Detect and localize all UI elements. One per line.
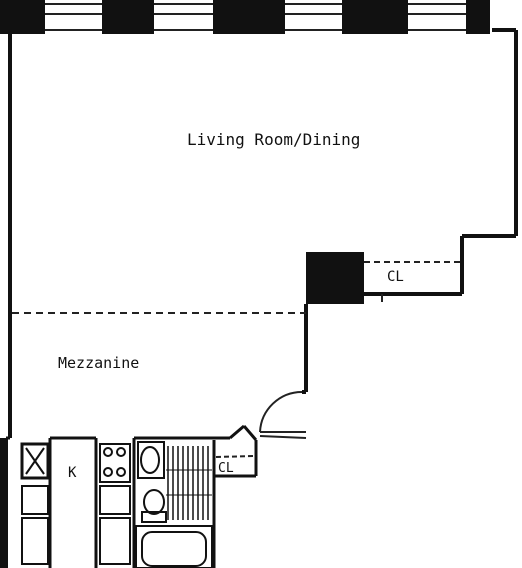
stove xyxy=(99,443,131,483)
window-pier xyxy=(0,0,45,34)
exterior-walls xyxy=(8,28,518,438)
small-closet-label: CL xyxy=(218,461,234,476)
wall-block xyxy=(0,438,8,568)
bathtub-basin xyxy=(141,531,207,567)
burner xyxy=(103,447,113,457)
entry-door xyxy=(259,390,307,439)
burner xyxy=(103,467,113,477)
burner xyxy=(116,447,126,457)
window xyxy=(45,3,466,31)
burner xyxy=(116,467,126,477)
structural-column xyxy=(306,252,364,304)
mezzanine-label: Mezzanine xyxy=(58,354,139,372)
closet-label: CL xyxy=(387,269,404,285)
closet-small: CL xyxy=(215,455,255,476)
stair xyxy=(166,446,212,520)
living-dining-label: Living Room/Dining xyxy=(187,130,360,149)
window-pier xyxy=(342,0,408,34)
counter xyxy=(99,485,131,515)
vanity xyxy=(137,441,165,479)
kitchen-label: K xyxy=(68,465,77,481)
counter xyxy=(21,517,49,565)
kitchen: K xyxy=(20,442,131,565)
window-pier xyxy=(213,0,285,34)
toilet-tank xyxy=(141,511,167,523)
closet-main: CL xyxy=(364,261,462,302)
top-wall xyxy=(0,0,490,34)
kitchen-cabinet xyxy=(20,442,50,480)
bathroom xyxy=(135,441,213,568)
sink xyxy=(140,446,160,474)
counter xyxy=(21,485,49,515)
bathtub xyxy=(135,525,213,568)
window-pier xyxy=(466,0,490,34)
counter xyxy=(99,517,131,565)
window-pier xyxy=(102,0,154,34)
service-walls xyxy=(6,424,258,568)
toilet xyxy=(143,489,165,515)
